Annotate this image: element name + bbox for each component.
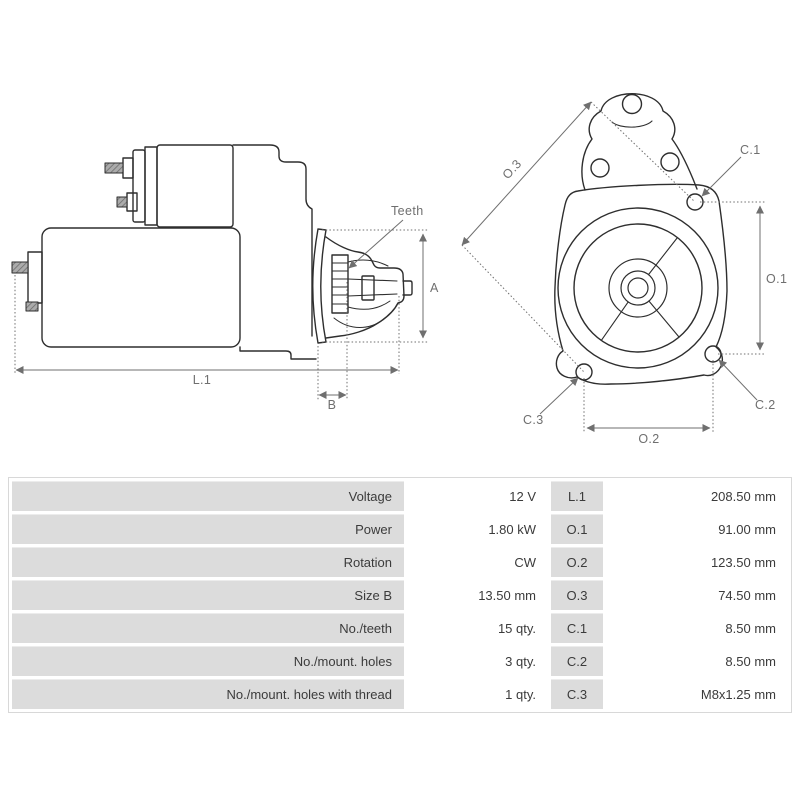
rear-lower-stud [25, 301, 39, 312]
spec-table-grid: Voltage 12 V L.1 208.50 mm Power 1.80 kW… [9, 478, 791, 712]
spec-label: No./mount. holes with thread [12, 679, 404, 709]
dim-a-label: A [430, 281, 439, 295]
dim-b-label: B [328, 398, 337, 412]
pinion-gear [331, 254, 349, 314]
table-row: No./teeth 15 qty. C.1 8.50 mm [12, 613, 788, 643]
solenoid-ring [144, 146, 158, 226]
table-row: Size B 13.50 mm O.3 74.50 mm [12, 580, 788, 610]
solenoid-terminal-stud-2 [116, 196, 128, 208]
spec-value: CW [407, 547, 548, 577]
dim-label: L.1 [551, 481, 603, 511]
dim-value: 8.50 mm [606, 613, 788, 643]
dim-c3-label: C.3 [523, 413, 544, 427]
mount-hole-c3 [575, 363, 593, 381]
pinion-shaft [347, 278, 398, 297]
body-bottom-step [239, 346, 317, 360]
dim-value: 8.50 mm [606, 646, 788, 676]
spec-value: 1 qty. [407, 679, 548, 709]
rear-cap [27, 251, 43, 304]
front-view-drawing [554, 93, 728, 385]
bell-hole-left [590, 158, 610, 178]
dim-o2-label: O.2 [638, 432, 659, 446]
dim-b-extension-lines [317, 282, 348, 400]
dim-o3-extension-lines [461, 101, 696, 373]
dim-o3-line [461, 101, 592, 246]
flange-outline [554, 183, 728, 385]
top-bolt-hole [621, 93, 643, 115]
teeth-leader-line [348, 219, 404, 269]
dim-o3-label: O.3 [500, 157, 525, 182]
c1-leader-line [701, 156, 742, 197]
pinion-teeth-lines [331, 262, 349, 305]
dim-label: C.1 [551, 613, 603, 643]
front-view-dimensions [461, 101, 766, 432]
side-view-drawing [11, 144, 413, 360]
dim-c2-label: C.2 [755, 398, 776, 412]
hub-circle [608, 258, 668, 318]
solenoid-end-cap [132, 149, 146, 223]
spec-label: No./mount. holes [12, 646, 404, 676]
spec-label: Power [12, 514, 404, 544]
spec-value: 12 V [407, 481, 548, 511]
dim-label: O.2 [551, 547, 603, 577]
radial-spokes [600, 237, 680, 341]
shaft-center-circle [627, 277, 649, 299]
teeth-label: Teeth [391, 204, 424, 218]
dim-l1-extension-lines [14, 275, 400, 374]
shaft-collar [361, 275, 375, 301]
mount-hole-c1 [686, 193, 704, 211]
motor-body [41, 227, 241, 348]
dim-value: 208.50 mm [606, 481, 788, 511]
starter-motor-drawing: A L.1 B Teeth O.3 C.1 O.1 C.2 C.3 O.2 [11, 93, 787, 446]
side-view-dimensions [14, 219, 428, 400]
dim-value: M8x1.25 mm [606, 679, 788, 709]
spec-label: No./teeth [12, 613, 404, 643]
pilot-circle-outer [557, 207, 719, 369]
spec-label: Rotation [12, 547, 404, 577]
c3-leader-line [539, 377, 579, 415]
dim-value: 74.50 mm [606, 580, 788, 610]
solenoid-terminal-stud-1 [104, 162, 124, 174]
table-row: Power 1.80 kW O.1 91.00 mm [12, 514, 788, 544]
solenoid-body [156, 144, 234, 228]
dim-value: 91.00 mm [606, 514, 788, 544]
spec-table: Voltage 12 V L.1 208.50 mm Power 1.80 kW… [8, 477, 792, 713]
dim-value: 123.50 mm [606, 547, 788, 577]
dim-l1-label: L.1 [193, 373, 212, 387]
c2-leader-line [718, 359, 758, 401]
spec-label: Size B [12, 580, 404, 610]
drive-housing-top [232, 144, 313, 337]
rear-terminal-stud [11, 261, 29, 274]
dim-label: C.3 [551, 679, 603, 709]
spec-value: 1.80 kW [407, 514, 548, 544]
technical-drawing-area: A L.1 B Teeth O.3 C.1 O.1 C.2 C.3 O.2 [11, 93, 787, 446]
dim-o2-extension-lines [583, 360, 714, 432]
dim-a-extension-lines [322, 229, 428, 343]
bell-hole-right [660, 152, 680, 172]
dim-c1-label: C.1 [740, 143, 761, 157]
table-row: Voltage 12 V L.1 208.50 mm [12, 481, 788, 511]
dim-label: O.3 [551, 580, 603, 610]
dim-o1-extension-lines [700, 201, 766, 355]
table-row: No./mount. holes 3 qty. C.2 8.50 mm [12, 646, 788, 676]
dim-label: C.2 [551, 646, 603, 676]
dim-label: O.1 [551, 514, 603, 544]
spec-table-body: Voltage 12 V L.1 208.50 mm Power 1.80 kW… [12, 481, 788, 709]
solenoid-terminal-nut-2 [126, 192, 138, 212]
dim-o1-label: O.1 [766, 272, 787, 286]
spec-value: 15 qty. [407, 613, 548, 643]
table-row: Rotation CW O.2 123.50 mm [12, 547, 788, 577]
mount-hole-c2 [704, 345, 722, 363]
bell-inner-contour [611, 120, 653, 128]
spec-value: 13.50 mm [407, 580, 548, 610]
shaft-circle [620, 270, 656, 306]
shaft-nose-stub [402, 280, 413, 296]
table-row: No./mount. holes with thread 1 qty. C.3 … [12, 679, 788, 709]
solenoid-terminal-nut-1 [122, 157, 134, 179]
mounting-flange-edge [312, 228, 327, 344]
pilot-circle-2 [573, 223, 703, 353]
top-bell-outline [581, 93, 698, 191]
spec-value: 3 qty. [407, 646, 548, 676]
spec-label: Voltage [12, 481, 404, 511]
